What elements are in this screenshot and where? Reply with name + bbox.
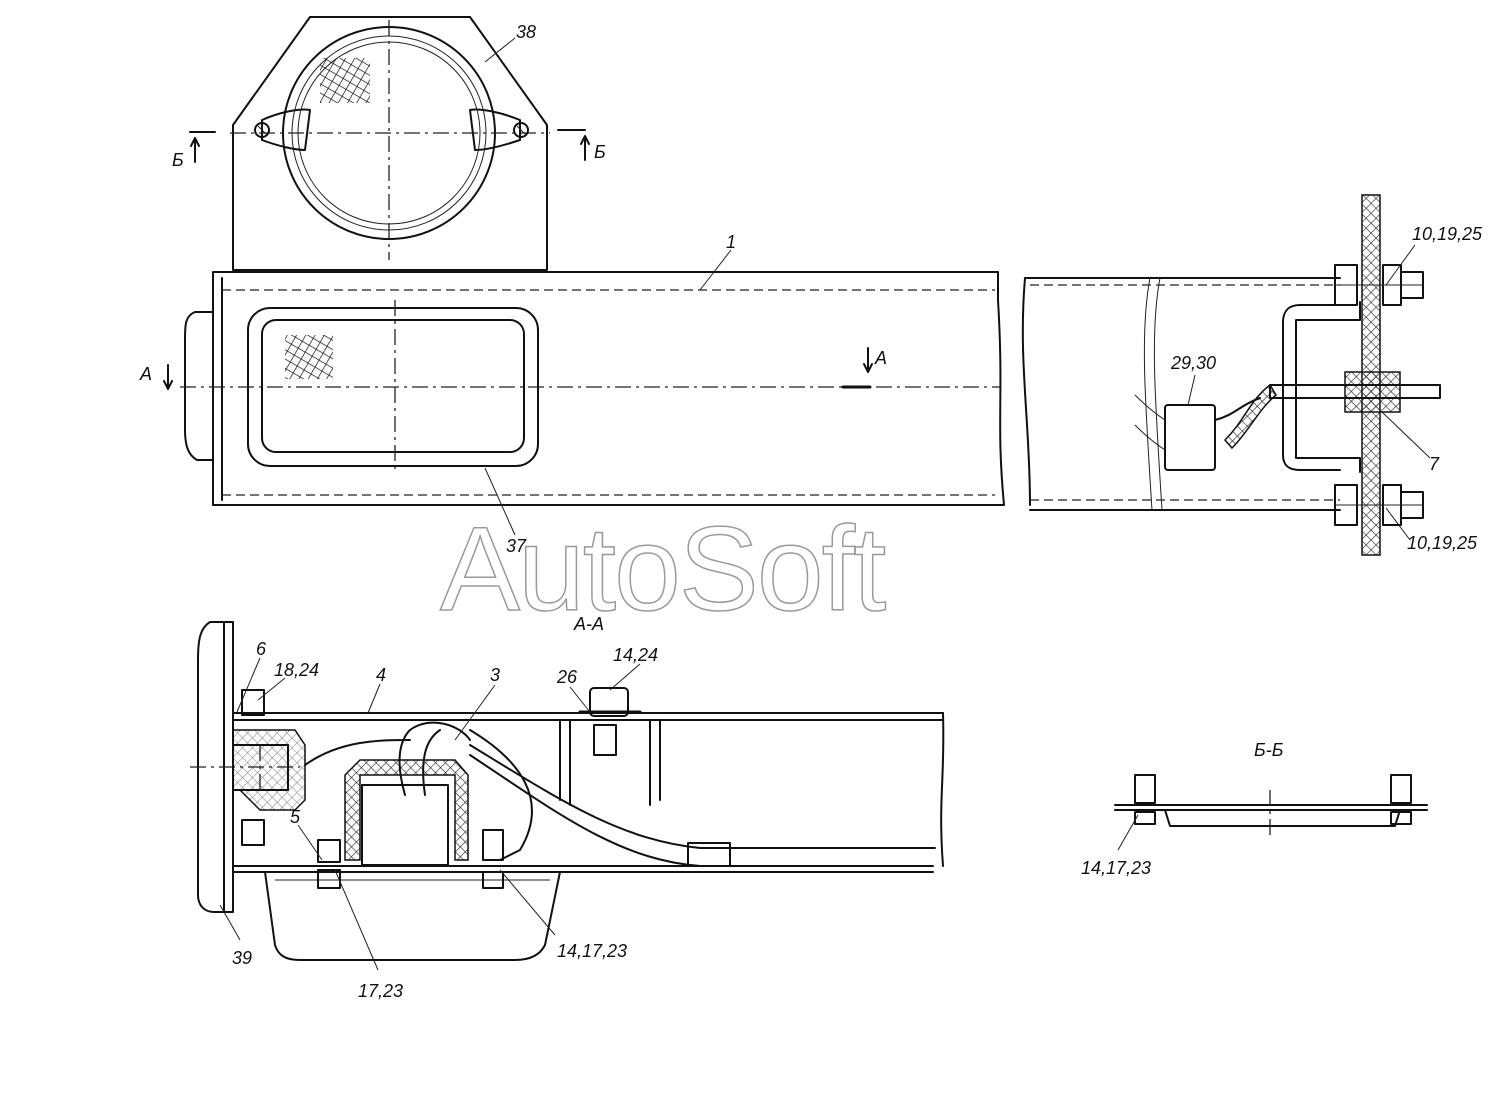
screw-head-right	[513, 122, 529, 138]
watermark: AutoSoft	[440, 502, 886, 636]
callout-4: 4	[376, 665, 386, 685]
callout-6: 6	[256, 639, 267, 659]
callout-7: 7	[1429, 454, 1440, 474]
callout-10-19-25-top: 10,19,25	[1412, 224, 1483, 244]
svg-text:А: А	[139, 364, 152, 384]
callout-39: 39	[232, 948, 252, 968]
housing-right-end	[1021, 194, 1441, 556]
section-a-a	[190, 621, 945, 961]
callout-17-23: 17,23	[358, 981, 403, 1001]
svg-text:Б: Б	[172, 150, 184, 170]
callout-29-30: 29,30	[1170, 353, 1216, 373]
rear-lamp-bracket	[230, 16, 550, 271]
callout-26: 26	[556, 667, 578, 687]
callouts: 38 1 37 10,19,25 10,19,25 29,30 7 6 18,2…	[232, 22, 1483, 1001]
callout-14-17-23-section: 14,17,23	[557, 941, 627, 961]
callout-14-17-23-bb: 14,17,23	[1081, 858, 1151, 878]
callout-37: 37	[506, 536, 527, 556]
lens-mesh	[320, 58, 370, 103]
svg-text:А: А	[874, 348, 887, 368]
leader-lines	[219, 37, 1431, 971]
license-plate-lamp-housing: А А	[139, 271, 1005, 506]
window-mesh	[285, 335, 333, 379]
callout-14-24: 14,24	[613, 645, 658, 665]
section-mark-b: Б Б	[172, 129, 606, 170]
section-b-b	[1114, 774, 1428, 835]
section-title-b-b: Б-Б	[1254, 740, 1284, 760]
callout-18-24: 18,24	[274, 660, 319, 680]
svg-text:Б: Б	[594, 142, 606, 162]
callout-10-19-25-bottom: 10,19,25	[1407, 533, 1478, 553]
callout-5: 5	[290, 807, 301, 827]
callout-1: 1	[726, 232, 736, 252]
screw-head-left	[254, 122, 270, 138]
section-title-a-a: А-А	[573, 614, 604, 634]
callout-3: 3	[490, 665, 500, 685]
callout-38: 38	[516, 22, 536, 42]
